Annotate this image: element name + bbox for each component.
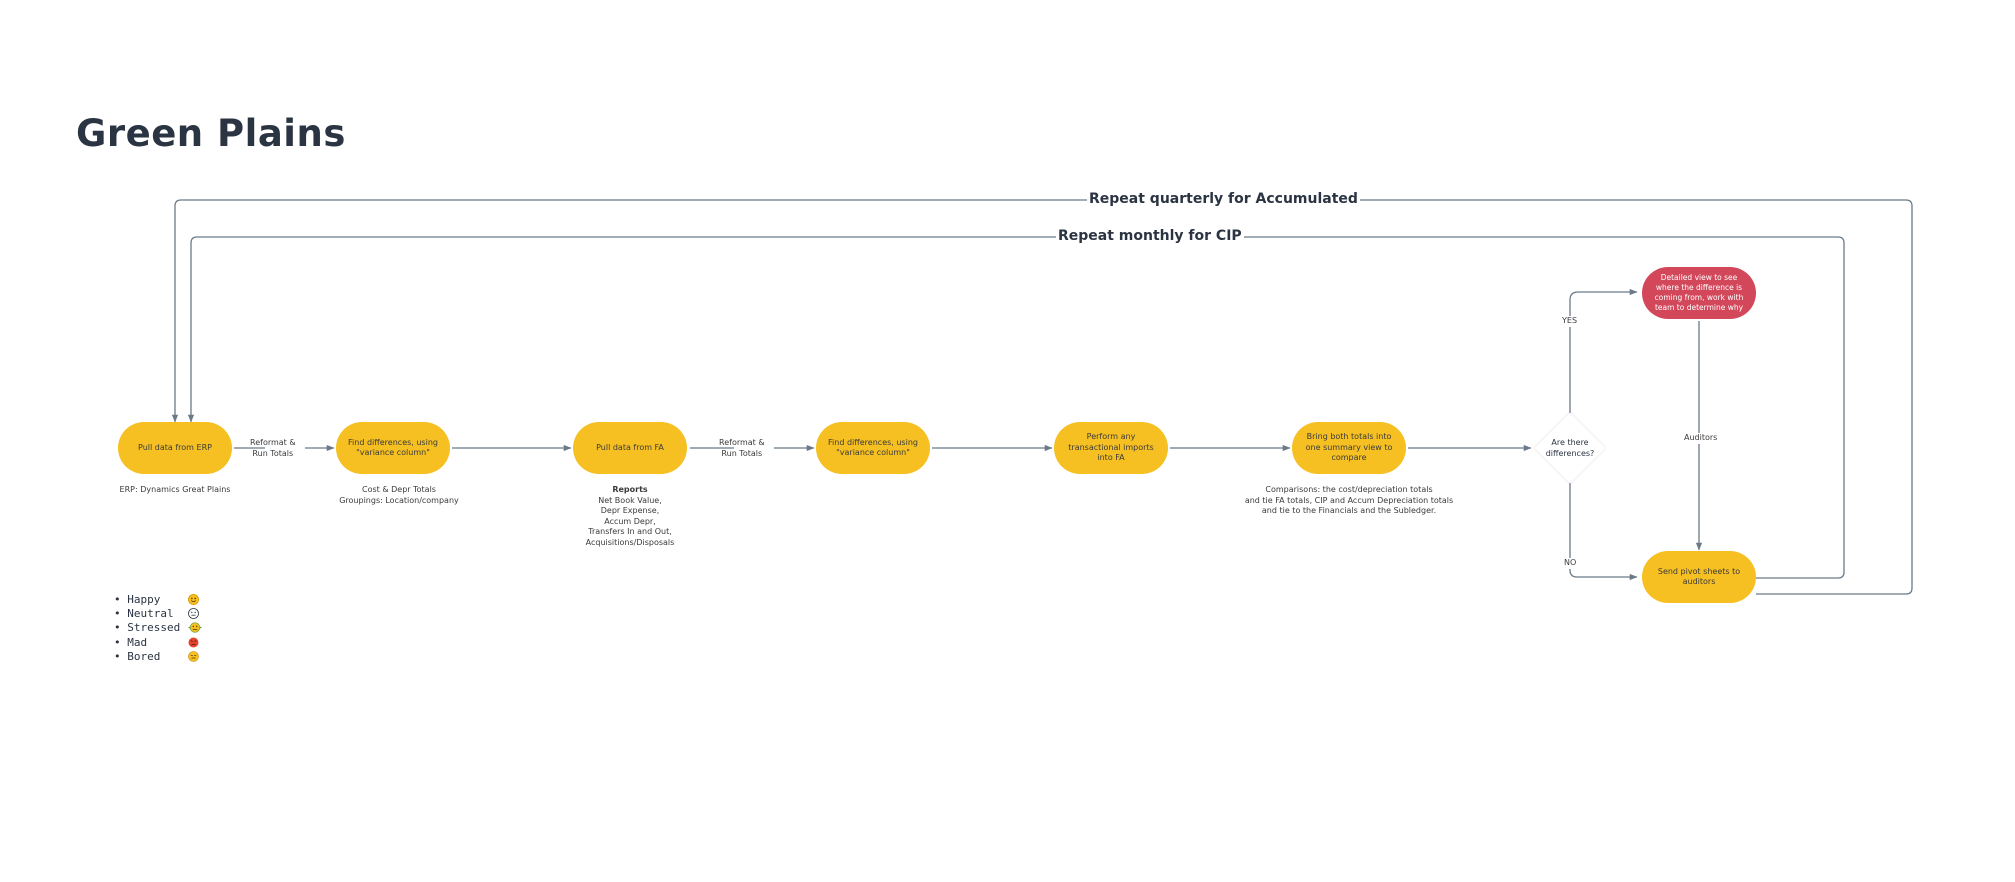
node-pull-fa[interactable]: Pull data from FA <box>573 422 687 474</box>
mood-legend: • Happy • Neutral • Stressed • Mad • Bor… <box>114 592 202 663</box>
quarterly-loop-line <box>171 199 1913 595</box>
legend-item: • Stressed <box>114 621 202 635</box>
note-cost-depr-totals: Cost & Depr Totals Groupings: Location/c… <box>339 485 459 505</box>
monthly-loop-label: Repeat monthly for CIP <box>1056 228 1244 244</box>
legend-item: • Neutral <box>114 606 199 620</box>
page-title: Green Plains <box>76 112 346 155</box>
edge-label-no: NO <box>1564 558 1577 569</box>
legend-label: • Bored <box>114 649 161 663</box>
monthly-loop-line <box>187 236 1845 579</box>
quarterly-loop-label: Repeat quarterly for Accumulated <box>1087 191 1360 207</box>
neutral-face-icon <box>188 608 199 619</box>
mad-face-icon <box>188 637 199 648</box>
node-send-pivot-sheets[interactable]: Send pivot sheets to auditors <box>1642 551 1756 603</box>
legend-label: • Happy <box>114 592 161 606</box>
edge-decision-yes <box>1569 288 1638 414</box>
legend-item: • Happy <box>114 592 199 606</box>
note-comparisons: Comparisons: the cost/depreciation total… <box>1244 485 1454 515</box>
edge-label-yes: YES <box>1562 316 1578 327</box>
note-reports-body: Net Book Value, Depr Expense, Accum Depr… <box>585 495 675 547</box>
bored-face-icon <box>188 651 199 662</box>
node-pull-erp[interactable]: Pull data from ERP <box>118 422 232 474</box>
edge-label-auditors: Auditors <box>1684 433 1718 444</box>
edge-label-reformat-1: Reformat & Run Totals <box>250 438 296 458</box>
node-find-differences-1[interactable]: Find differences, using "variance column… <box>336 422 450 474</box>
legend-item: • Mad <box>114 635 199 649</box>
legend-item: • Bored <box>114 649 199 663</box>
legend-label: • Mad <box>114 635 148 649</box>
edge-label-reformat-2: Reformat & Run Totals <box>719 438 765 458</box>
note-erp-source: ERP: Dynamics Great Plains <box>119 485 231 494</box>
node-bring-totals[interactable]: Bring both totals into one summary view … <box>1292 422 1406 474</box>
node-find-differences-2[interactable]: Find differences, using "variance column… <box>816 422 930 474</box>
legend-label: • Stressed <box>114 621 181 635</box>
decision-label: Are there differences? <box>1545 438 1595 458</box>
happy-face-icon <box>188 593 199 605</box>
note-reports: Reports Net Book Value, Depr Expense, Ac… <box>565 485 695 548</box>
stressed-face-icon <box>188 622 202 633</box>
edge-decision-no <box>1569 482 1638 581</box>
note-reports-title: Reports <box>612 485 648 494</box>
legend-label: • Neutral <box>114 606 174 620</box>
node-detailed-view[interactable]: Detailed view to see where the differenc… <box>1642 267 1756 319</box>
node-transactional-imports[interactable]: Perform any transactional imports into F… <box>1054 422 1168 474</box>
